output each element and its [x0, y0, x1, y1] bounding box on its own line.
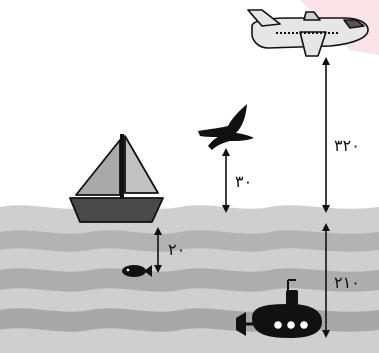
bird-height-arrow	[222, 148, 230, 213]
fish-depth-label: ۲۰	[168, 240, 186, 259]
submarine-depth-label: ۲۱۰	[334, 273, 360, 292]
submarine-icon	[236, 279, 322, 338]
submarine-depth-arrow	[322, 223, 330, 338]
water	[0, 205, 379, 353]
airplane-icon	[247, 9, 369, 57]
bird-icon	[198, 104, 254, 150]
airplane-height-arrow	[322, 57, 330, 213]
sailboat-icon	[69, 134, 164, 223]
fish-icon	[122, 265, 152, 277]
bird-height-label: ۳۰	[235, 172, 253, 191]
fish-depth-arrow	[154, 227, 162, 273]
airplane-height-label: ۳۲۰	[334, 136, 360, 155]
